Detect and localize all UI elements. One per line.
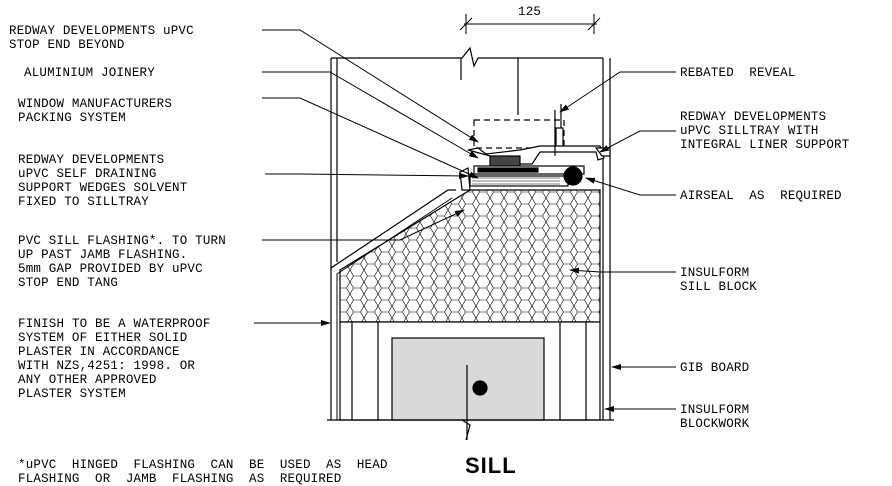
window-joinery [459,104,611,191]
label-airseal: AIRSEAL AS REQUIRED [680,189,842,203]
drawing-title: SILL [465,453,517,478]
dimension-125 [459,14,601,34]
label-support-wedges: REDWAY DEVELOPMENTS uPVC SELF DRAINING S… [18,153,188,209]
label-gib-board: GIB BOARD [680,361,750,375]
label-sill-block: INSULFORM SILL BLOCK [680,266,758,294]
label-blockwork: INSULFORM BLOCKWORK [680,403,750,431]
label-aluminium-joinery: ALUMINIUM JOINERY [24,66,155,80]
label-sill-flashing: PVC SILL FLASHING*. TO TURN UP PAST JAMB… [18,234,226,290]
wall-structure [330,46,611,420]
insulform-blockwork [327,321,614,441]
label-plaster-finish: FINISH TO BE A WATERPROOF SYSTEM OF EITH… [18,317,211,401]
label-rebated-reveal: REBATED REVEAL [680,66,796,80]
leader-lines [254,29,676,412]
plaster-finish [330,189,456,420]
label-packing-system: WINDOW MANUFACTURERS PACKING SYSTEM [18,97,173,125]
label-stop-end: REDWAY DEVELOPMENTS uPVC STOP END BEYOND [9,24,194,52]
insulform-sill-block [339,189,601,323]
label-silltray: REDWAY DEVELOPMENTS uPVC SILLTRAY WITH I… [680,110,850,152]
dimension-label: 125 [518,5,542,19]
